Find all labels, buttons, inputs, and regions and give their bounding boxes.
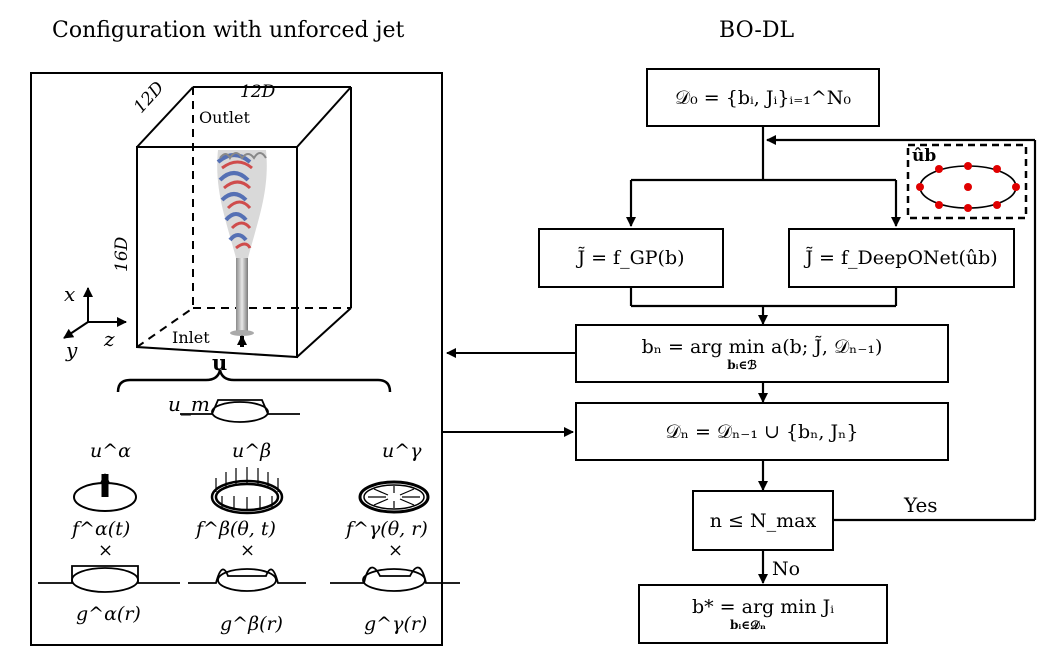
inlet-label: Inlet [172, 328, 210, 347]
left-panel-title: Configuration with unforced jet [52, 18, 405, 43]
mode-gamma-f: f^γ(θ, r) [346, 518, 428, 540]
g-profiles [38, 565, 460, 593]
acquisition-box: bₙ = arg min a(b; J̃, 𝒟ₙ₋₁) bᵢ∈ℬ [575, 324, 949, 383]
axis-x-label: x [64, 282, 76, 306]
mode-alpha-g: g^α(r) [76, 603, 141, 625]
outlet-label: Outlet [199, 108, 250, 127]
axis-z-label: z [104, 327, 115, 351]
initial-dataset-box: 𝒟₀ = {bᵢ, Jᵢ}ᵢ₌₁^N₀ [646, 68, 880, 127]
um-label: u_m [168, 392, 210, 416]
u-vector-label: u [212, 350, 228, 375]
right-panel-title: BO-DL [719, 18, 795, 43]
coordinate-axes [63, 287, 127, 339]
mode-alpha-times: × [98, 540, 114, 561]
mode-beta-g: g^β(r) [220, 613, 283, 635]
dataset-update-box: 𝒟ₙ = 𝒟ₙ₋₁ ∪ {bₙ, Jₙ} [575, 402, 949, 461]
u-brace [116, 369, 392, 393]
no-label: No [772, 558, 801, 580]
mode-alpha-f: f^α(t) [72, 518, 131, 540]
dim-label-top: 12D [240, 82, 276, 102]
left-panel-frame [30, 72, 443, 646]
inset-sensor-box [906, 143, 1028, 220]
dim-label-height: 16D [112, 236, 132, 272]
um-profile [180, 399, 300, 423]
mode-beta-times: × [240, 540, 256, 561]
optimum-box: b* = arg min Jᵢ bᵢ∈𝒟ₙ [638, 584, 888, 644]
condition-box: n ≤ N_max [692, 490, 834, 551]
mode-alpha-u: u^α [90, 440, 131, 462]
flow-lines [626, 126, 1037, 584]
axis-y-label: y [66, 338, 78, 362]
deeponet-surrogate-box: J̃ = f_DeepONet(ûb) [788, 228, 1015, 288]
jet-plume [216, 150, 267, 336]
inset-ub-label: ûb [912, 146, 937, 166]
yes-label: Yes [904, 493, 938, 517]
domain-box [136, 86, 352, 359]
mode-gamma-times: × [388, 540, 404, 561]
gamma-mode-icon [358, 480, 430, 514]
gp-surrogate-box: J̃ = f_GP(b) [538, 228, 724, 288]
mode-beta-u: u^β [232, 440, 272, 462]
mode-gamma-u: u^γ [382, 440, 422, 462]
mode-gamma-g: g^γ(r) [364, 613, 428, 635]
mode-beta-f: f^β(θ, t) [196, 518, 276, 540]
